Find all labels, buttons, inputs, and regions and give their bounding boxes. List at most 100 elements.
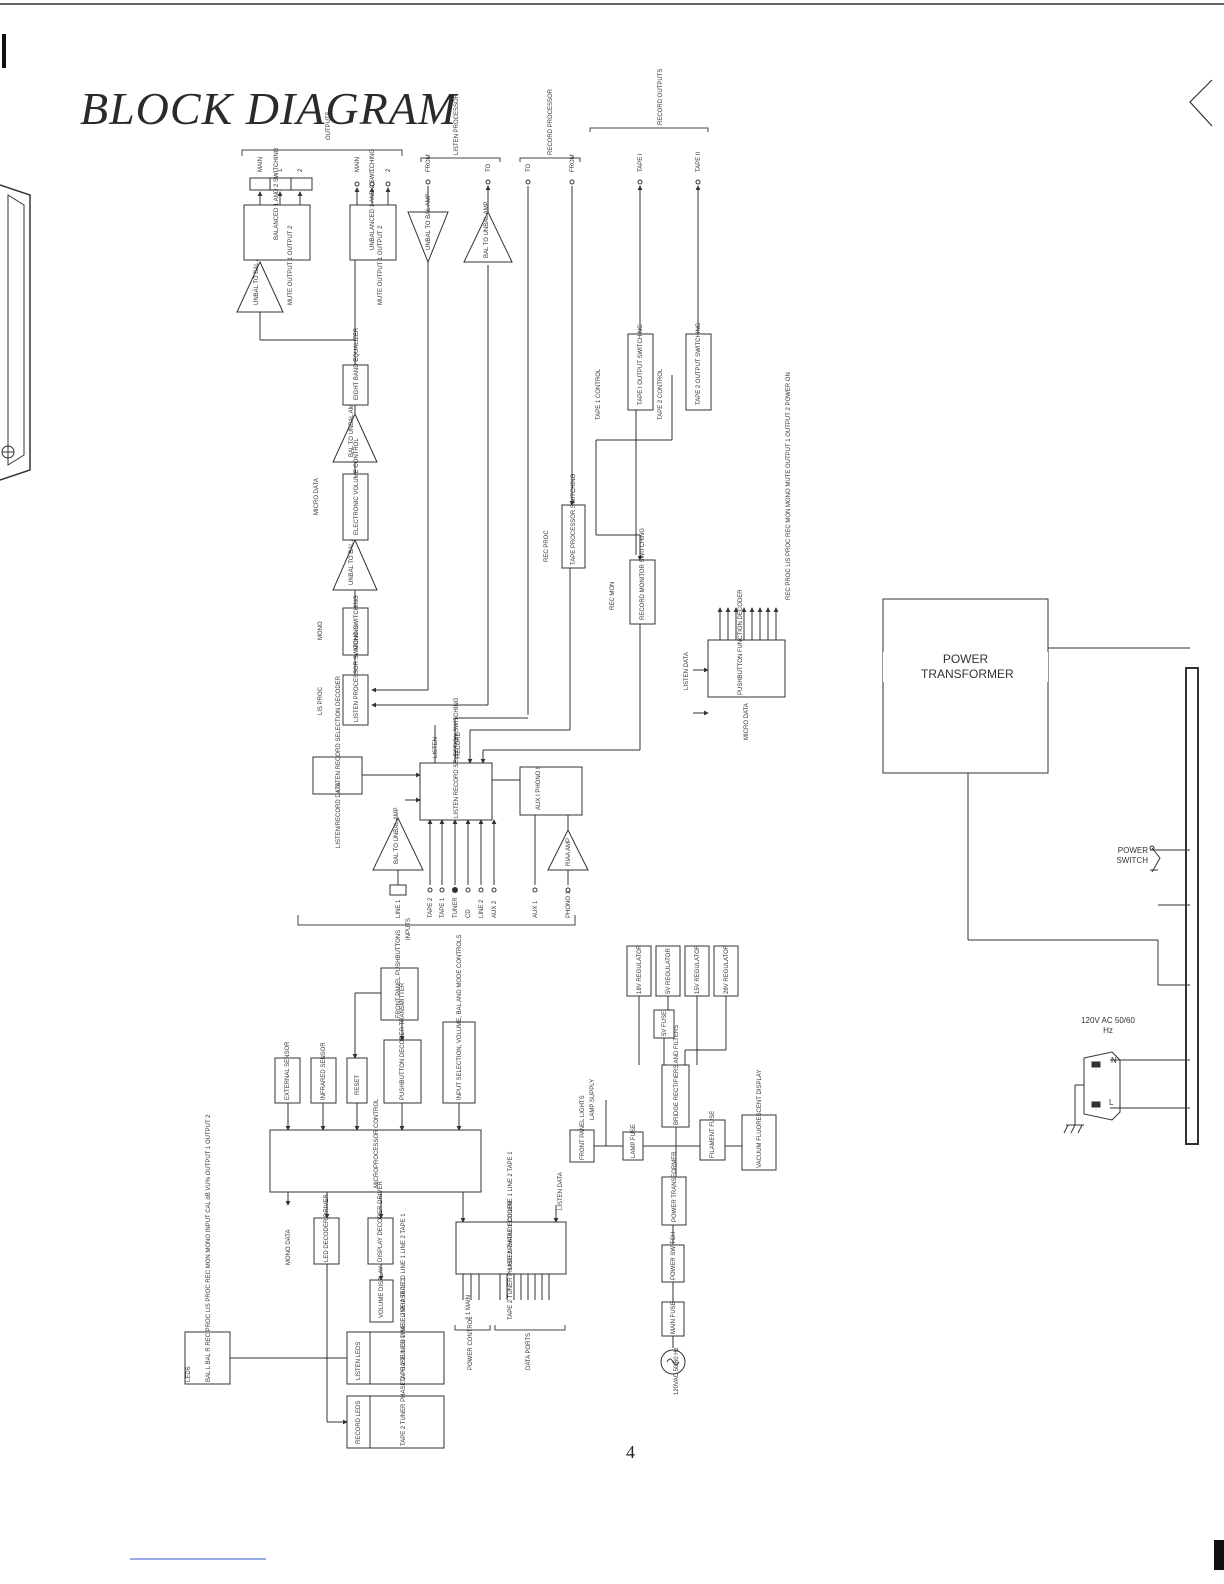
lbl-amp-3: BAL TO UNBAL AMP bbox=[484, 201, 490, 258]
block-pushbutton-decoder bbox=[707, 639, 786, 698]
power-wiring bbox=[594, 996, 742, 1375]
amp-bal-unbal-eq bbox=[332, 412, 378, 463]
amp-bal-unbal-line bbox=[372, 816, 424, 871]
block-lr-decoder bbox=[312, 756, 363, 795]
group-inputs: INPUTS bbox=[406, 918, 412, 940]
lbl-power-out-main: 2 1 MAIN bbox=[466, 1295, 472, 1320]
lbl-mono-data: MONO DATA bbox=[286, 1230, 292, 1265]
block-tape1-out bbox=[627, 333, 654, 411]
in-phono1: PHONO 1 bbox=[566, 890, 572, 918]
lbl-line: L bbox=[1109, 1098, 1114, 1107]
block-leds bbox=[184, 1331, 231, 1385]
block-filament-fuse bbox=[699, 1119, 726, 1161]
lbl-record-led-list: TAPE 2 TUNER PHASE 2 PHASE 1 CD LINE 1 L… bbox=[401, 1277, 407, 1446]
lbl-reset: RESET bbox=[355, 1075, 361, 1095]
in-tuner: TUNER bbox=[453, 897, 459, 918]
lbl-listen-data-decoder: LISTEN DATA DECODER bbox=[508, 1200, 514, 1270]
lbl-balanced: BALANCED 1 AND 2 SWITCHING bbox=[274, 147, 280, 240]
in-tape1: TAPE 1 bbox=[440, 897, 446, 918]
block-reg-18v bbox=[626, 945, 652, 997]
lbl-amp-5: UNBAL TO BAL AMP bbox=[349, 528, 355, 585]
out-record-from: FROM bbox=[570, 154, 576, 172]
block-reg-15v bbox=[684, 945, 710, 997]
out-tape1: TAPE I bbox=[638, 153, 644, 172]
out-1: 1 bbox=[370, 168, 376, 172]
lbl-neutral: N bbox=[1111, 1056, 1117, 1065]
group-brackets bbox=[241, 127, 709, 1331]
block-tape-proc-sw bbox=[561, 504, 586, 569]
lbl-lamp-fuse: LAMP FUSE bbox=[631, 1124, 637, 1158]
lbl-lr-decoder: LISTEN RECORD SELECTION DECODER bbox=[336, 675, 342, 792]
lbl-tape1-control: TAPE 1 CONTROL bbox=[596, 368, 602, 420]
input-jacks bbox=[389, 884, 571, 896]
lbl-tape-proc-sw: TAPE PROCESSOR SWITCHING bbox=[571, 473, 577, 565]
block-micro bbox=[269, 1129, 482, 1193]
lbl-tape1-out: TAPE I OUTPUT SWITCHING bbox=[638, 324, 644, 405]
in-tape2: TAPE 2 bbox=[428, 897, 434, 918]
group-record-outputs: RECORD OUTPUTS bbox=[658, 69, 664, 125]
amp-bal-unbal-listen bbox=[463, 210, 513, 263]
in-line1: LINE 1 bbox=[396, 899, 402, 918]
block-front-panel-pb bbox=[380, 967, 419, 1021]
block-front-lights bbox=[569, 1129, 595, 1163]
in-line2: LINE 2 bbox=[479, 899, 485, 918]
block-aux-phono bbox=[519, 766, 583, 816]
page-edge-marks bbox=[0, 3, 1224, 1570]
amplifiers bbox=[236, 210, 589, 871]
lbl-tape2-out: TAPE 2 OUTPUT SWITCHING bbox=[696, 322, 702, 405]
lbl-data-ports-list: TAPE 2 TUNER PHASE 2 PHASE 1 CD LINE 1 L… bbox=[508, 1151, 514, 1320]
lbl-reg-5v: 5V REGULATOR bbox=[666, 948, 672, 994]
in-cd: CD bbox=[466, 909, 472, 918]
out-listen-from: FROM bbox=[426, 154, 432, 172]
lbl-amp-6: BAL TO UNBAL AMP bbox=[394, 807, 400, 864]
lbl-mute-outputs: MUTE OUTPUT 1 OUTPUT 2 bbox=[288, 225, 294, 305]
lbl-bridge: BRIDGE RECTIFIERS AND FILTERS bbox=[674, 1025, 680, 1125]
lbl-ac-source: 120VAC 50/60 Hz bbox=[674, 1347, 680, 1395]
lbl-vfd: VACUUM FLUORESCENT DISPLAY bbox=[757, 1070, 763, 1168]
lbl-leds-list: BAL L BAL R REC PROC LIS PROC REC MON MO… bbox=[206, 1114, 212, 1382]
lbl-micro: MICROPROCESSOR CONTROL bbox=[374, 1098, 380, 1188]
page-number: 4 bbox=[626, 1442, 635, 1462]
lbl-listen-record-data: LISTEN/RECORD DATA bbox=[336, 783, 342, 848]
block-reg-28v bbox=[713, 945, 739, 997]
lbl-front-lights: FRONT PANEL LIGHTS bbox=[580, 1095, 586, 1160]
block-tape2-out bbox=[685, 333, 712, 411]
lbl-tape2-control: TAPE 2 CONTROL bbox=[658, 368, 664, 420]
lbl-record-leds: RECORD LEDS bbox=[356, 1401, 362, 1444]
out-main: MAIN bbox=[355, 157, 361, 172]
lbl-eq: EIGHT BAND EQUALIZER bbox=[354, 327, 360, 400]
lbl-unbalanced: UNBALANCED 1 AND 2 SWITCHING bbox=[370, 149, 376, 250]
group-data-ports: DATA PORTS bbox=[526, 1333, 532, 1370]
block-power-transformer-small bbox=[661, 1176, 687, 1226]
lbl-ext-sensor: EXTERNAL SENSOR bbox=[285, 1041, 291, 1100]
lbl-amp-2: UNBAL TO BAL AMP bbox=[426, 193, 432, 250]
lbl-listen-data-2: LISTEN DATA bbox=[558, 1172, 564, 1210]
out-main-balanced: MAIN bbox=[258, 157, 264, 172]
out-1-balanced: 1 bbox=[278, 168, 284, 172]
lbl-reg-28v: 28V REGULATOR bbox=[724, 944, 730, 994]
lbl-pushbutton-decoder: PUSHBUTTON FUNCTION DECODER bbox=[738, 589, 744, 695]
lbl-power-switch-small: POWER SWITCH bbox=[671, 1232, 677, 1280]
amp-unbal-bal-vol bbox=[332, 538, 378, 591]
group-power-control: POWER CONTROL bbox=[468, 1316, 474, 1370]
block-eq bbox=[342, 364, 369, 406]
lbl-input-controls: INPUT SELECTION, VOLUME, BAL AND MODE CO… bbox=[457, 935, 463, 1100]
out-2-balanced: 2 bbox=[298, 168, 304, 172]
lbl-amp-1: UNBAL TO BAL AMP bbox=[254, 248, 260, 305]
output-jacks bbox=[249, 177, 701, 191]
lbl-volume-display: VOLUME DISPLAY bbox=[379, 1266, 385, 1318]
in-aux2: AUX 2 bbox=[492, 900, 498, 918]
blocks bbox=[184, 204, 1049, 1449]
block-mono bbox=[342, 607, 369, 656]
in-aux1: AUX 1 bbox=[533, 900, 539, 918]
block-ext-sensor bbox=[274, 1057, 301, 1104]
lbl-led-driver: LED DECODER DRIVER bbox=[324, 1194, 330, 1262]
lbl-aux-phono: AUX I PHONO I bbox=[536, 767, 542, 810]
lbl-leds: LEDS bbox=[186, 1366, 192, 1382]
lbl-listen: LISTEN bbox=[433, 737, 439, 758]
lbl-rec-proc: REC PROC bbox=[544, 530, 550, 562]
amp-unbal-bal-1 bbox=[236, 260, 284, 313]
lbl-main-fuse: MAIN FUSE bbox=[671, 1301, 677, 1334]
lbl-fuse-5v: 5V FUSE bbox=[662, 1011, 668, 1036]
